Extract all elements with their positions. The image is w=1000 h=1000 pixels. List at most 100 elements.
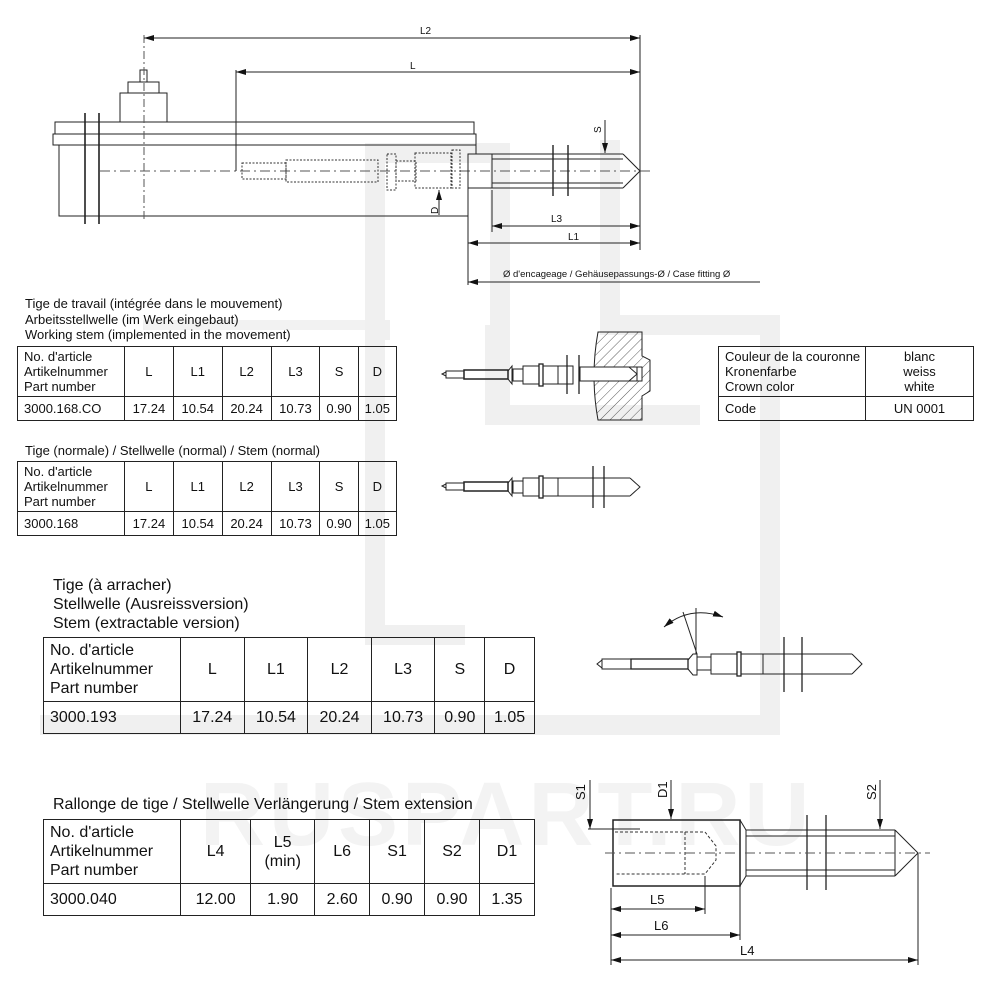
value-s: 0.90 — [319, 511, 359, 536]
table-row: 3000.168 17.24 10.54 20.24 10.73 0.90 1.… — [17, 511, 398, 536]
header-l5: L5(min) — [250, 819, 316, 884]
dim-label-l1: L1 — [568, 232, 580, 243]
value-l: 17.24 — [124, 396, 174, 421]
stem-extension-drawing — [587, 780, 930, 965]
header-s1: S1 — [369, 819, 426, 884]
header-s: S — [319, 346, 359, 397]
header-l3: L3 — [270, 461, 321, 512]
main-assembly-drawing — [52, 35, 650, 224]
main-dimensions — [144, 35, 760, 285]
dim-label-s1: S1 — [573, 784, 588, 800]
header-d: D — [357, 346, 398, 397]
value-l2: 20.24 — [221, 396, 272, 421]
value-l1: 10.54 — [243, 701, 309, 734]
caption-line-de: Stellwelle (Ausreissversion) — [53, 596, 249, 613]
header-l3: L3 — [370, 637, 436, 702]
part-number: 3000.168.CO — [17, 396, 125, 421]
value-l3: 10.73 — [370, 701, 436, 734]
value-d: 1.05 — [357, 396, 398, 421]
value-l4: 12.00 — [179, 883, 252, 916]
dim-label-l: L — [410, 61, 416, 72]
value-s: 0.90 — [319, 396, 359, 421]
value-l: 17.24 — [124, 511, 174, 536]
value-l2: 20.24 — [307, 701, 372, 734]
caption-line-en: Stem (extractable version) — [53, 615, 240, 632]
dim-label-l5: L5 — [650, 892, 664, 907]
header-s2: S2 — [424, 819, 480, 884]
crown-code-row: Code UN 0001 — [718, 396, 974, 421]
dim-label-s2: S2 — [864, 784, 879, 800]
value-d: 1.05 — [357, 511, 398, 536]
value-d1: 1.35 — [478, 883, 536, 916]
value-l1: 10.54 — [172, 511, 223, 536]
value-l3: 10.73 — [270, 511, 321, 536]
caption-line-fr: Tige de travail (intégrée dans le mouvem… — [25, 296, 283, 311]
caption-line-de: Arbeitsstellwelle (im Werk eingebaut) — [25, 311, 239, 327]
part-number: 3000.040 — [43, 883, 181, 916]
case-fitting-label: Ø d'encageage / Gehäusepassungs-Ø / Case… — [503, 269, 731, 280]
value-l6: 2.60 — [314, 883, 371, 916]
value-s2: 0.90 — [424, 883, 480, 916]
normal-stem-drawing — [440, 466, 641, 508]
header-l1: L1 — [172, 461, 223, 512]
value-l: 17.24 — [180, 701, 245, 734]
value-l3: 10.73 — [270, 396, 321, 421]
header-l4: L4 — [179, 819, 252, 884]
table-row: 3000.168.CO 17.24 10.54 20.24 10.73 0.90… — [17, 396, 398, 421]
working-stem-caption: Tige de travail (intégrée dans le mouvem… — [25, 296, 291, 343]
header-d: D — [357, 461, 398, 512]
value-s1: 0.90 — [369, 883, 426, 916]
stem-extension-caption: Rallonge de tige / Stellwelle Verlängeru… — [53, 796, 473, 813]
dim-label-l6: L6 — [654, 918, 668, 933]
working-stem-drawing — [440, 331, 651, 421]
header-d1: D1 — [478, 819, 536, 884]
header-l: L — [124, 346, 174, 397]
extractable-stem-caption: Tige (à arracher) Stellwelle (Ausreissve… — [53, 576, 249, 633]
header-l: L — [124, 461, 174, 512]
dim-label-s: S — [593, 126, 604, 133]
header-l2: L2 — [221, 346, 272, 397]
header-d: D — [484, 637, 535, 702]
part-number: 3000.193 — [43, 701, 181, 734]
extractable-stem-drawing — [596, 608, 863, 692]
crown-code-label: Code — [718, 396, 866, 421]
value-l2: 20.24 — [221, 511, 272, 536]
header-s: S — [434, 637, 486, 702]
caption-line-fr: Tige (à arracher) — [53, 577, 172, 594]
header-s: S — [319, 461, 359, 512]
header-l6: L6 — [314, 819, 371, 884]
caption-line-en: Working stem (implemented in the movemen… — [25, 327, 291, 342]
dim-label-l4: L4 — [740, 943, 754, 958]
header-l2: L2 — [221, 461, 272, 512]
header-l3: L3 — [270, 346, 321, 397]
header-l1: L1 — [172, 346, 223, 397]
normal-stem-caption: Tige (normale) / Stellwelle (normal) / S… — [25, 443, 320, 458]
table-row: 3000.193 17.24 10.54 20.24 10.73 0.90 1.… — [43, 701, 535, 734]
dim-label-l3: L3 — [551, 214, 563, 225]
dim-label-d: D — [430, 207, 441, 214]
table-row: 3000.040 12.00 1.90 2.60 0.90 0.90 1.35 — [43, 883, 536, 916]
value-d: 1.05 — [484, 701, 535, 734]
crown-code-value: UN 0001 — [865, 396, 974, 421]
value-s: 0.90 — [434, 701, 486, 734]
dim-label-l2: L2 — [420, 26, 432, 37]
header-l1: L1 — [243, 637, 309, 702]
dim-label-d1: D1 — [655, 781, 670, 798]
header-l2: L2 — [307, 637, 372, 702]
